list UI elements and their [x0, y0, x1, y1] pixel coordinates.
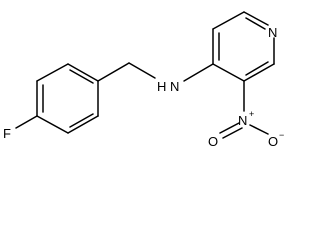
ring-bond [67, 115, 99, 134]
ring-bond [36, 115, 69, 134]
ch2-nitrogen-bond [128, 62, 156, 79]
ring-double-bond [245, 61, 269, 76]
benzyl-bond [97, 62, 130, 82]
fluorophenyl-ring [36, 63, 99, 134]
ring-double-bond [245, 17, 266, 30]
ring-double-bond [69, 113, 94, 128]
ring-bond [243, 63, 275, 82]
chemical-structure: F H N N N + O O − [3, 11, 284, 149]
amine-nitrogen-label: N [170, 79, 179, 94]
pyridine-nitrogen-label: N [268, 25, 277, 40]
nitro-oxygen-double-label: O [208, 134, 218, 149]
ring-bond [67, 63, 99, 82]
ring-bond [212, 63, 245, 82]
nitro-double-bond [219, 122, 240, 134]
amine-hydrogen-label: H [157, 79, 166, 94]
pyridine-ring [212, 11, 275, 82]
nitro-double-bond [222, 127, 243, 139]
ring-bond [243, 11, 269, 26]
ring-double-bond [69, 69, 94, 84]
nitro-single-bond [249, 124, 269, 135]
ring-bond [36, 63, 69, 82]
nitro-nitrogen-charge: + [249, 109, 254, 119]
nitro-oxygen-charge: − [279, 130, 284, 140]
carbon-fluorine-bond [15, 115, 38, 129]
nitro-oxygen-single-label: O [268, 134, 278, 149]
nitrogen-pyridine-bond [183, 63, 214, 82]
nitro-nitrogen-label: N [238, 113, 247, 128]
ring-bond [212, 11, 245, 30]
fluorine-label: F [3, 126, 11, 141]
